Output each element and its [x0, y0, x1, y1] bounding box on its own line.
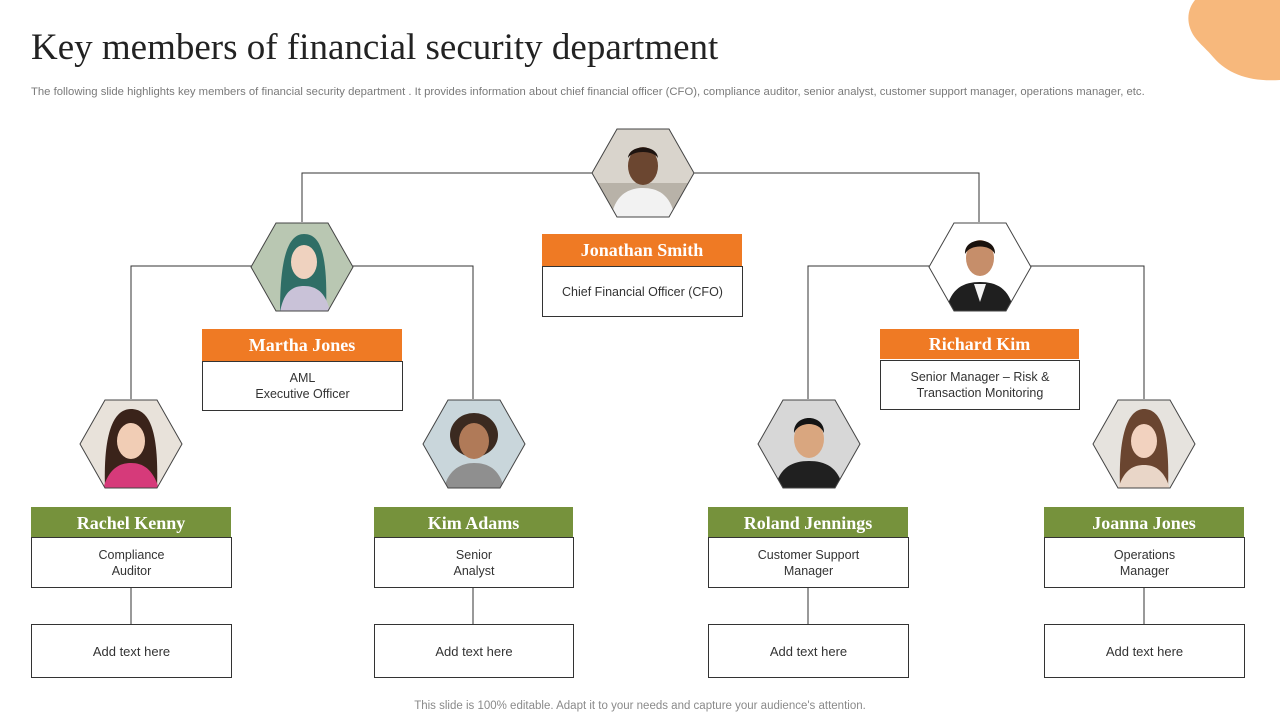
role-roland-jennings: Customer Support Manager — [708, 537, 909, 588]
role-kim-adams: Senior Analyst — [374, 537, 574, 588]
note-roland-jennings[interactable]: Add text here — [708, 624, 909, 678]
avatar-rachel-kenny — [79, 399, 183, 489]
name-kim-adams: Kim Adams — [374, 507, 573, 539]
note-rachel-kenny[interactable]: Add text here — [31, 624, 232, 678]
avatar-martha-jones — [250, 222, 354, 312]
page-title: Key members of financial security depart… — [31, 27, 719, 68]
role-joanna-jones: Operations Manager — [1044, 537, 1245, 588]
role-jonathan-smith: Chief Financial Officer (CFO) — [542, 266, 743, 317]
name-rachel-kenny: Rachel Kenny — [31, 507, 231, 539]
name-joanna-jones: Joanna Jones — [1044, 507, 1244, 539]
name-richard-kim: Richard Kim — [880, 329, 1079, 359]
role-rachel-kenny: Compliance Auditor — [31, 537, 232, 588]
role-martha-jones: AML Executive Officer — [202, 361, 403, 411]
avatar-jonathan-smith — [591, 128, 695, 218]
note-joanna-jones[interactable]: Add text here — [1044, 624, 1245, 678]
avatar-kim-adams — [422, 399, 526, 489]
name-martha-jones: Martha Jones — [202, 329, 402, 361]
name-roland-jennings: Roland Jennings — [708, 507, 908, 539]
avatar-richard-kim — [928, 222, 1032, 312]
role-richard-kim: Senior Manager – Risk & Transaction Moni… — [880, 360, 1080, 410]
avatar-joanna-jones — [1092, 399, 1196, 489]
name-jonathan-smith: Jonathan Smith — [542, 234, 742, 266]
footer-note: This slide is 100% editable. Adapt it to… — [414, 700, 866, 712]
note-kim-adams[interactable]: Add text here — [374, 624, 574, 678]
page-subtitle: The following slide highlights key membe… — [31, 86, 1145, 98]
avatar-roland-jennings — [757, 399, 861, 489]
